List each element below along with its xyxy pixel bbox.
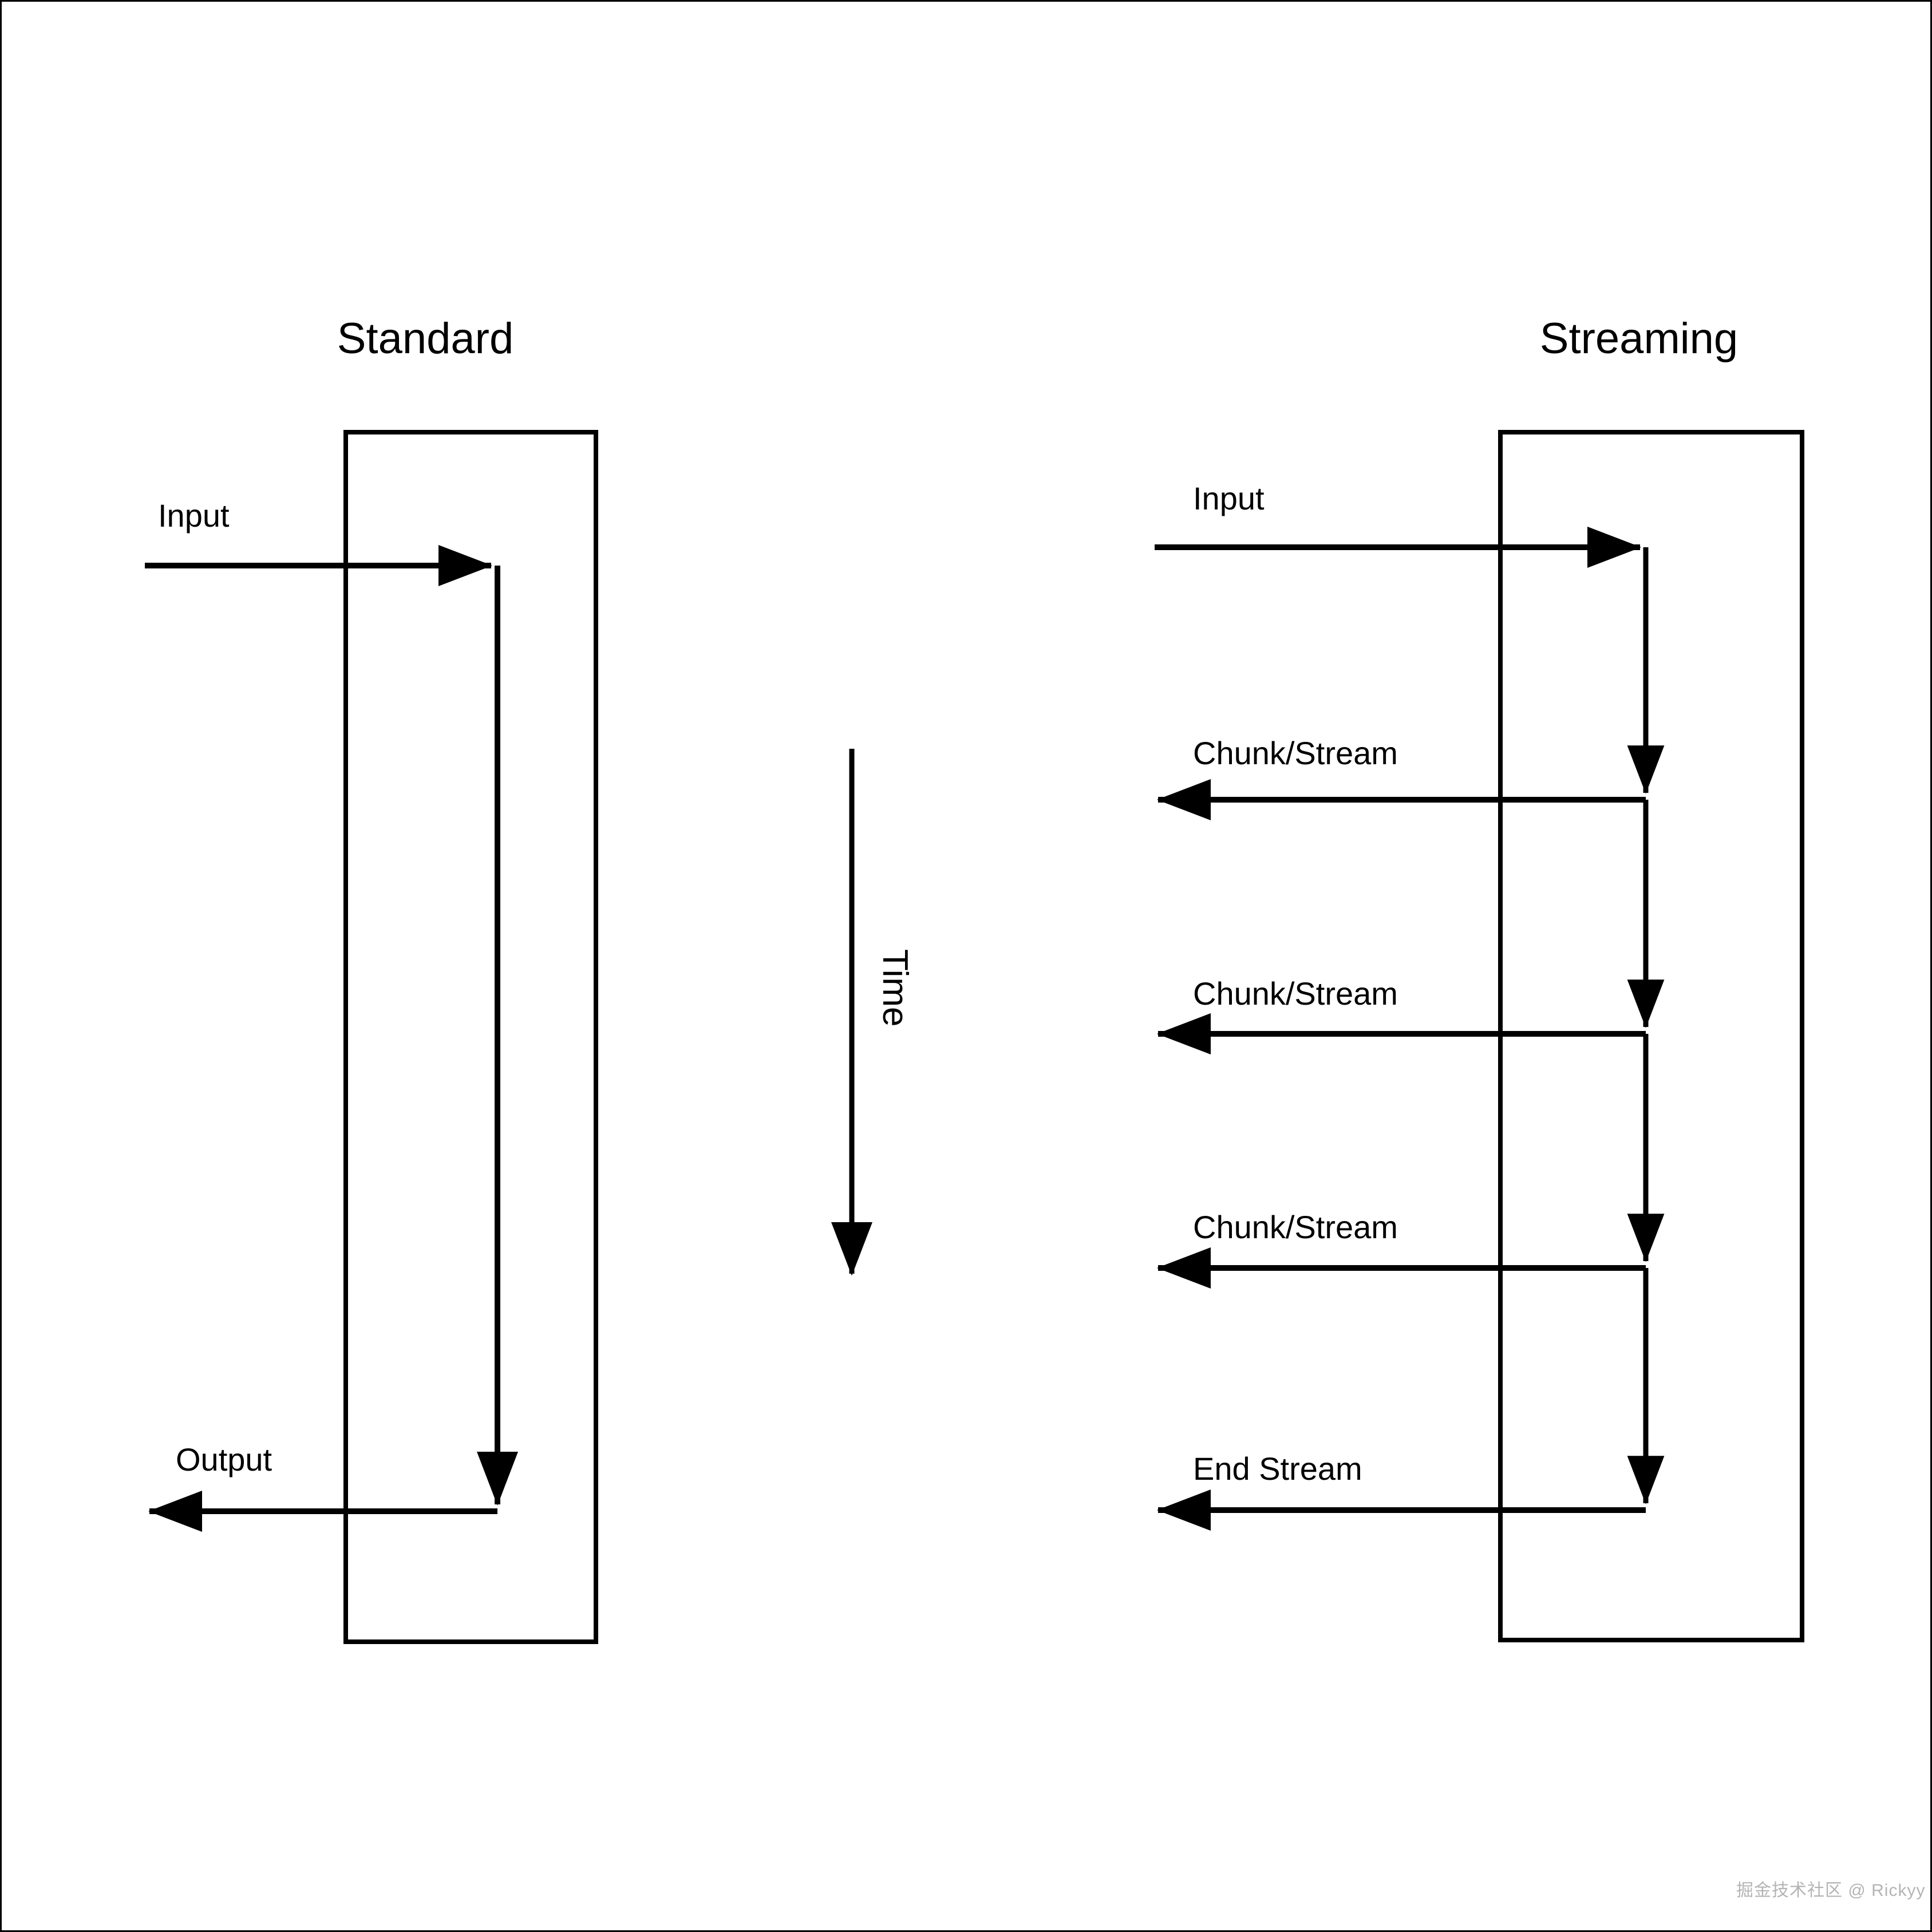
time-axis-label: Time [875,949,915,1027]
streaming-input-label: Input [1193,480,1265,516]
streaming-panel-graphics [1155,430,1804,1642]
streaming-chunk-label-1: Chunk/Stream [1193,735,1398,771]
standard-input-label: Input [158,497,230,534]
watermark: 掘金技术社区 @ Rickyy [1736,1881,1926,1900]
streaming-chunk-label-3: Chunk/Stream [1193,1209,1398,1245]
standard-panel-title: Standard [337,314,514,363]
standard-panel-graphics [145,430,598,1644]
streaming-panel-title: Streaming [1539,314,1739,363]
standard-output-label: Output [176,1441,272,1477]
streaming-end-stream-label: End Stream [1193,1451,1362,1487]
streaming-chunk-label-2: Chunk/Stream [1193,975,1398,1012]
standard-participant-box [343,430,598,1644]
